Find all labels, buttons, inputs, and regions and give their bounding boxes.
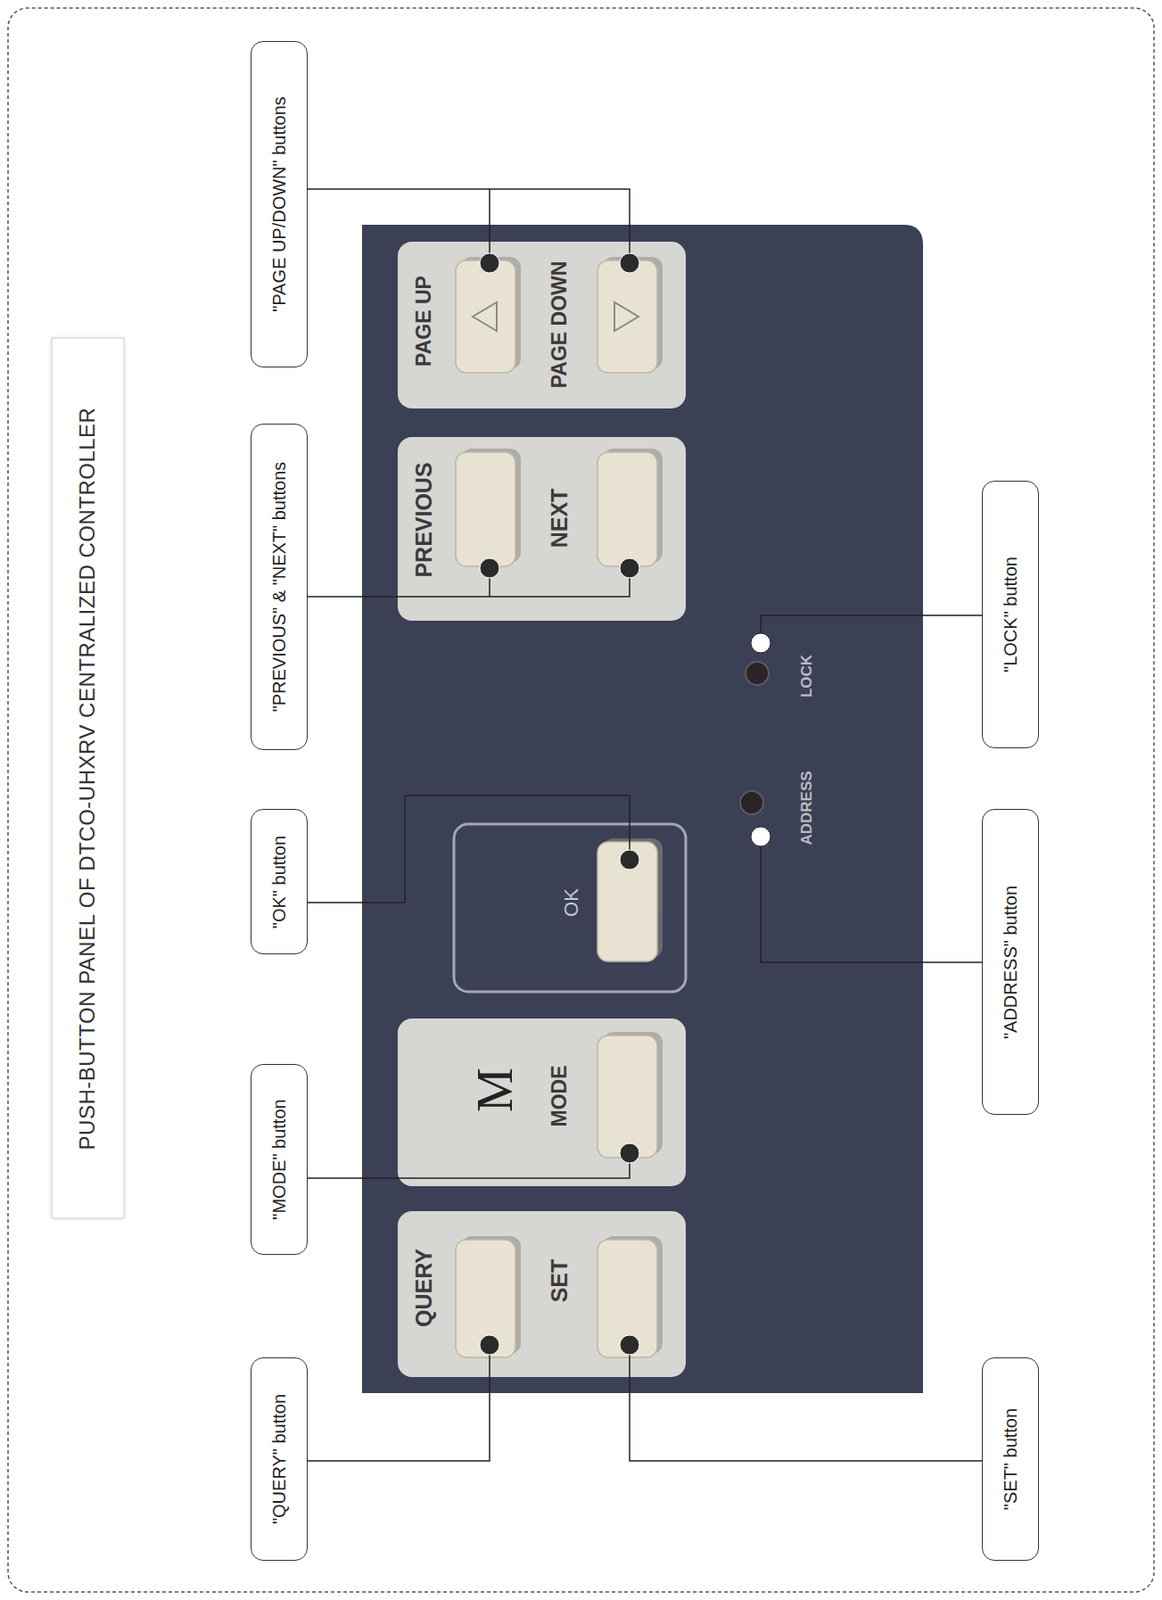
button-plate <box>397 1018 686 1187</box>
leader-dot <box>619 1143 640 1163</box>
leader-dot <box>750 826 771 847</box>
title: PUSH-BUTTON PANEL OF DTCO-UHXRV CENTRALI… <box>74 407 100 1151</box>
button-plate <box>397 436 686 621</box>
leader-line <box>760 836 983 963</box>
leader-dot <box>619 849 640 870</box>
callout-box: "SET" button <box>981 1357 1039 1561</box>
callout-box: "LOCK" button <box>981 480 1039 749</box>
callout-box: "PREVIOUS" & "NEXT" buttons <box>250 423 308 750</box>
button-label: SET <box>548 1259 571 1303</box>
leader-line <box>307 1344 490 1461</box>
leader-dot <box>479 1335 500 1355</box>
button-label: MODE <box>549 1065 570 1128</box>
leader-dot <box>479 558 500 578</box>
callout-box: "PAGE UP/DOWN" buttons <box>250 41 308 368</box>
callout-box: "MODE" button <box>250 1063 308 1255</box>
callout-text: "ADDRESS" button <box>1000 885 1022 1039</box>
callout-text: "LOCK" button <box>1000 556 1022 673</box>
leader-lines <box>307 189 983 1461</box>
leader-dot <box>479 253 500 273</box>
leader-dot <box>619 1335 640 1355</box>
ok-frame <box>453 824 686 992</box>
leader-line <box>629 1344 983 1461</box>
push-button <box>455 452 516 567</box>
callout-text: "MODE" button <box>269 1098 290 1220</box>
push-buttons <box>455 260 658 1358</box>
button-label: PAGE UP <box>413 275 435 367</box>
callout-text: "QUERY" button <box>269 1393 290 1525</box>
callout-box: "ADDRESS" button <box>981 809 1039 1116</box>
push-button <box>597 1239 658 1358</box>
up-triangle <box>472 302 497 331</box>
address-hole <box>740 791 764 815</box>
indicator-label: ADDRESS <box>799 770 815 845</box>
callout-text: "PAGE UP/DOWN" buttons <box>269 96 290 313</box>
button-plate <box>397 241 686 409</box>
leader-dot <box>619 253 640 273</box>
leader-line <box>307 1153 630 1179</box>
leader-line <box>307 795 630 903</box>
leader-dots <box>479 253 640 1355</box>
button-plate <box>397 1211 686 1377</box>
button-label: QUERY <box>412 1248 436 1327</box>
push-button <box>455 1239 516 1358</box>
indicator-label: LOCK <box>799 654 815 698</box>
mode-symbol: M <box>469 1067 520 1113</box>
push-button <box>597 841 658 962</box>
leader-line <box>307 189 630 264</box>
down-triangle <box>614 302 639 331</box>
callout-box: "OK" button <box>250 809 308 956</box>
button-label: OK <box>561 888 582 917</box>
callout-text: "PREVIOUS" & "NEXT" buttons <box>269 461 290 713</box>
panel-plate <box>362 224 924 1393</box>
push-button <box>597 260 658 373</box>
button-label: PREVIOUS <box>412 461 436 577</box>
push-button <box>597 452 658 567</box>
leader-line <box>760 615 983 643</box>
callout-text: "SET" button <box>1000 1408 1022 1510</box>
page-border <box>8 8 1154 1592</box>
callout-box: "QUERY" button <box>250 1357 308 1561</box>
push-button <box>597 1035 658 1158</box>
leader-line <box>307 568 630 597</box>
push-button <box>455 260 516 373</box>
callout-text: "OK" button <box>269 835 290 929</box>
button-shadows <box>461 256 663 1354</box>
button-label: NEXT <box>548 488 571 549</box>
lock-hole <box>745 661 769 685</box>
leader-dot <box>619 558 640 578</box>
leader-dot <box>750 633 771 653</box>
button-label: PAGE DOWN <box>549 261 570 389</box>
title-box: PUSH-BUTTON PANEL OF DTCO-UHXRV CENTRALI… <box>50 337 125 1220</box>
